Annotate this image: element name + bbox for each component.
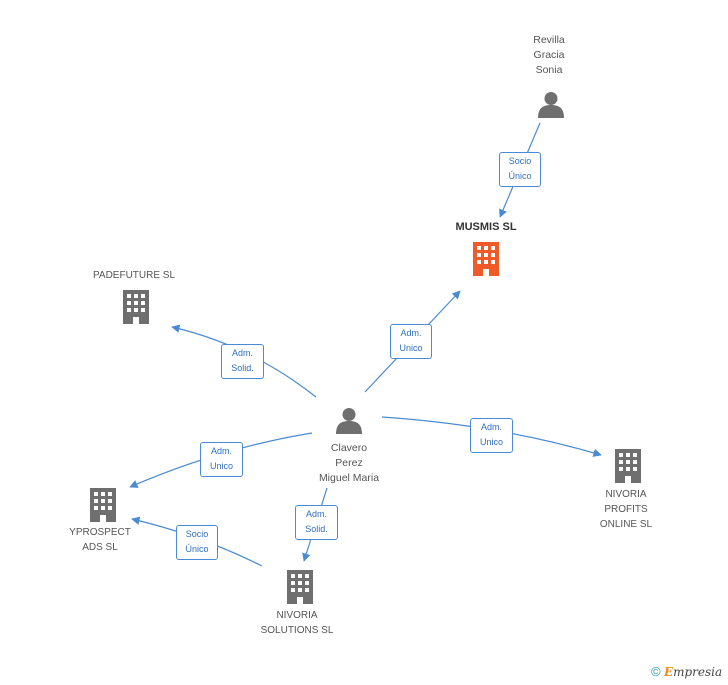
edge-label-revilla-musmis[interactable]: Socio Único bbox=[499, 152, 541, 187]
building-icon[interactable] bbox=[90, 488, 116, 522]
node-label-revilla[interactable]: Revilla Gracia Sonia bbox=[533, 34, 565, 76]
edge-label-nivoria-solutions-yprospect[interactable]: Socio Único bbox=[176, 525, 218, 560]
edge-label-clavero-yprospect[interactable]: Adm. Unico bbox=[200, 442, 243, 477]
node-label-nivoria-profits[interactable]: NIVORIA PROFITS ONLINE SL bbox=[599, 489, 653, 530]
building-icon[interactable] bbox=[123, 290, 149, 324]
edge-label-clavero-musmis[interactable]: Adm. Unico bbox=[390, 324, 432, 359]
edge-label-clavero-nivoria-solutions[interactable]: Adm. Solid. bbox=[295, 505, 338, 540]
node-label-padefuture[interactable]: PADEFUTURE SL bbox=[92, 270, 176, 281]
building-icon[interactable] bbox=[615, 449, 641, 483]
person-icon[interactable] bbox=[538, 92, 564, 118]
node-label-musmis[interactable]: MUSMIS SL bbox=[455, 221, 517, 233]
edge-label-clavero-nivoria-profits[interactable]: Adm. Unico bbox=[470, 418, 513, 453]
person-icon[interactable] bbox=[336, 408, 362, 434]
node-label-nivoria-solutions[interactable]: NIVORIA SOLUTIONS SL bbox=[260, 610, 334, 636]
building-icon[interactable] bbox=[473, 242, 499, 276]
empresia-logo: Empresia bbox=[663, 665, 723, 679]
copyright-icon: © bbox=[651, 664, 661, 679]
building-icon[interactable] bbox=[287, 570, 313, 604]
node-label-clavero[interactable]: Clavero Perez Miguel Maria bbox=[318, 442, 380, 484]
node-label-yprospect[interactable]: YPROSPECT ADS SL bbox=[69, 527, 131, 553]
empresia-credit[interactable]: © Empresia bbox=[651, 664, 722, 679]
edge-label-clavero-padefuture[interactable]: Adm. Solid. bbox=[221, 344, 264, 379]
